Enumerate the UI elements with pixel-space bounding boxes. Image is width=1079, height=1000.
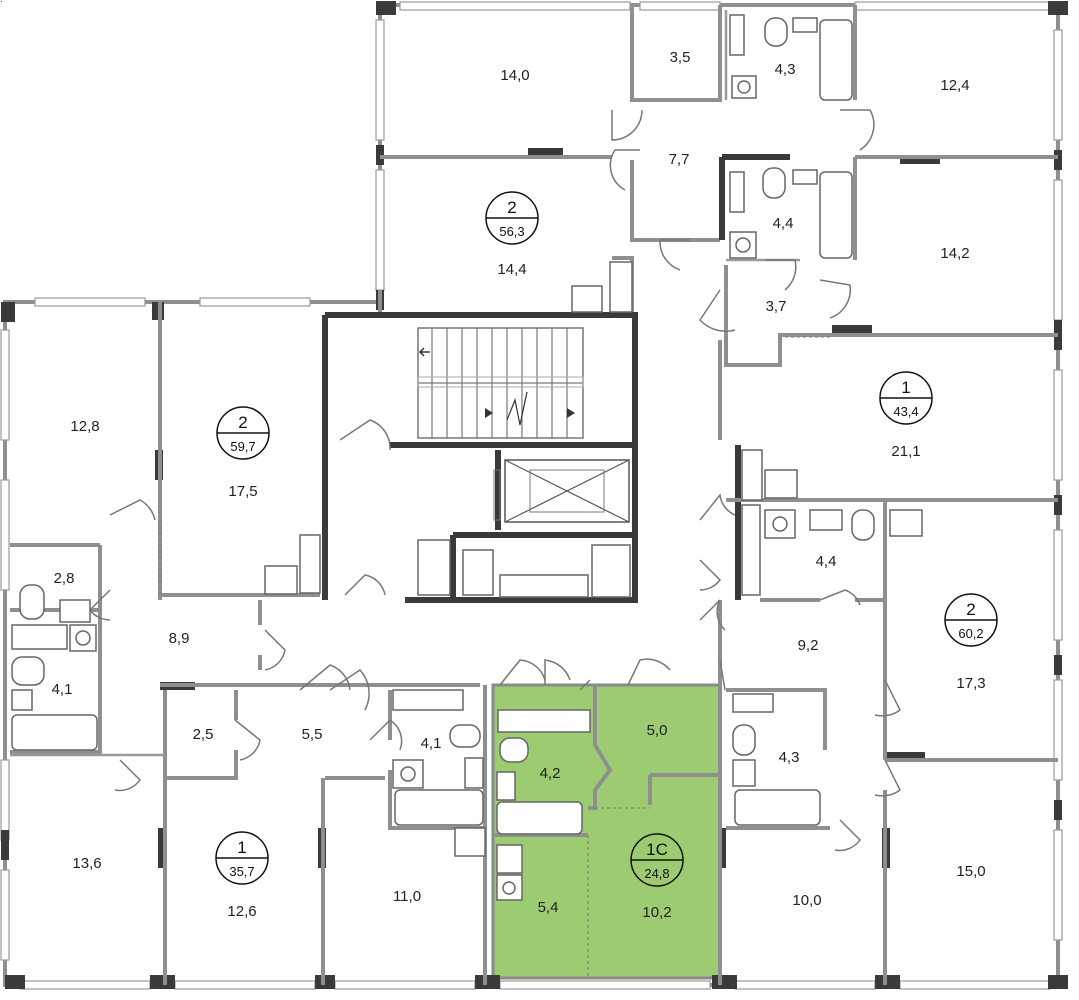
apartment-badge[interactable]: 1 43,4 <box>879 371 933 425</box>
room-label: 12,8 <box>70 418 99 435</box>
elevator-shaft <box>493 459 630 523</box>
room-label: 12,4 <box>940 77 969 94</box>
room-labels: 14,0 3,5 4,3 12,4 7,7 4,4 14,2 14,4 3,7 … <box>52 49 986 921</box>
apartment-area: 59,7 <box>230 439 255 454</box>
apartment-rooms: 2 <box>966 600 975 619</box>
apartment-area: 56,3 <box>499 224 524 239</box>
room-label: 5,5 <box>302 726 323 743</box>
apartment-rooms: 2 <box>507 198 516 217</box>
room-label: 5,0 <box>647 722 668 739</box>
room-label: 2,5 <box>193 726 214 743</box>
room-label: 4,2 <box>540 765 561 782</box>
room-label: 21,1 <box>891 443 920 460</box>
apartment-badge-highlighted[interactable]: 1С 24,8 <box>630 833 684 887</box>
apartment-badge[interactable]: 1 35,7 <box>215 831 269 885</box>
apartment-area: 60,2 <box>958 626 983 641</box>
staircase <box>417 327 584 439</box>
room-label: 5,4 <box>538 899 559 916</box>
apartment-area: 35,7 <box>229 864 254 879</box>
room-label: 8,9 <box>169 630 190 647</box>
apartment-rooms: 1 <box>901 378 910 397</box>
room-label: 14,4 <box>497 261 526 278</box>
fixtures <box>11 14 923 901</box>
room-label: 3,5 <box>670 49 691 66</box>
room-label: 11,0 <box>393 888 421 905</box>
room-label: 3,7 <box>766 298 787 315</box>
room-label: 10,2 <box>642 904 671 921</box>
room-label: 4,1 <box>421 735 442 752</box>
apartment-badge[interactable]: 2 56,3 <box>485 191 539 245</box>
apartment-rooms: 1 <box>237 838 246 857</box>
room-label: 17,5 <box>228 483 257 500</box>
room-label: 4,3 <box>775 61 796 78</box>
room-label: 7,7 <box>669 151 690 168</box>
apartment-rooms: 2 <box>238 413 247 432</box>
apartment-area: 24,8 <box>644 866 669 881</box>
apartment-rooms: 1С <box>646 840 668 859</box>
room-label: 4,4 <box>773 215 794 232</box>
room-label: 2,8 <box>54 570 75 587</box>
apartment-badge[interactable]: 2 59,7 <box>216 406 270 460</box>
dotted-partitions <box>159 336 830 978</box>
apartment-area: 43,4 <box>893 404 918 419</box>
room-label: 4,3 <box>779 749 800 766</box>
room-label: 14,0 <box>500 67 529 84</box>
room-label: 12,6 <box>227 903 256 920</box>
room-label: 4,4 <box>816 553 837 570</box>
room-label: 14,2 <box>940 245 969 262</box>
room-label: 13,6 <box>72 855 101 872</box>
room-label: 15,0 <box>956 863 985 880</box>
apartment-badge[interactable]: 2 60,2 <box>944 593 998 647</box>
room-label: 4,1 <box>52 681 73 698</box>
doors <box>89 109 901 852</box>
room-label: 17,3 <box>956 675 985 692</box>
room-label: 9,2 <box>798 637 819 654</box>
room-label: 10,0 <box>792 892 821 909</box>
